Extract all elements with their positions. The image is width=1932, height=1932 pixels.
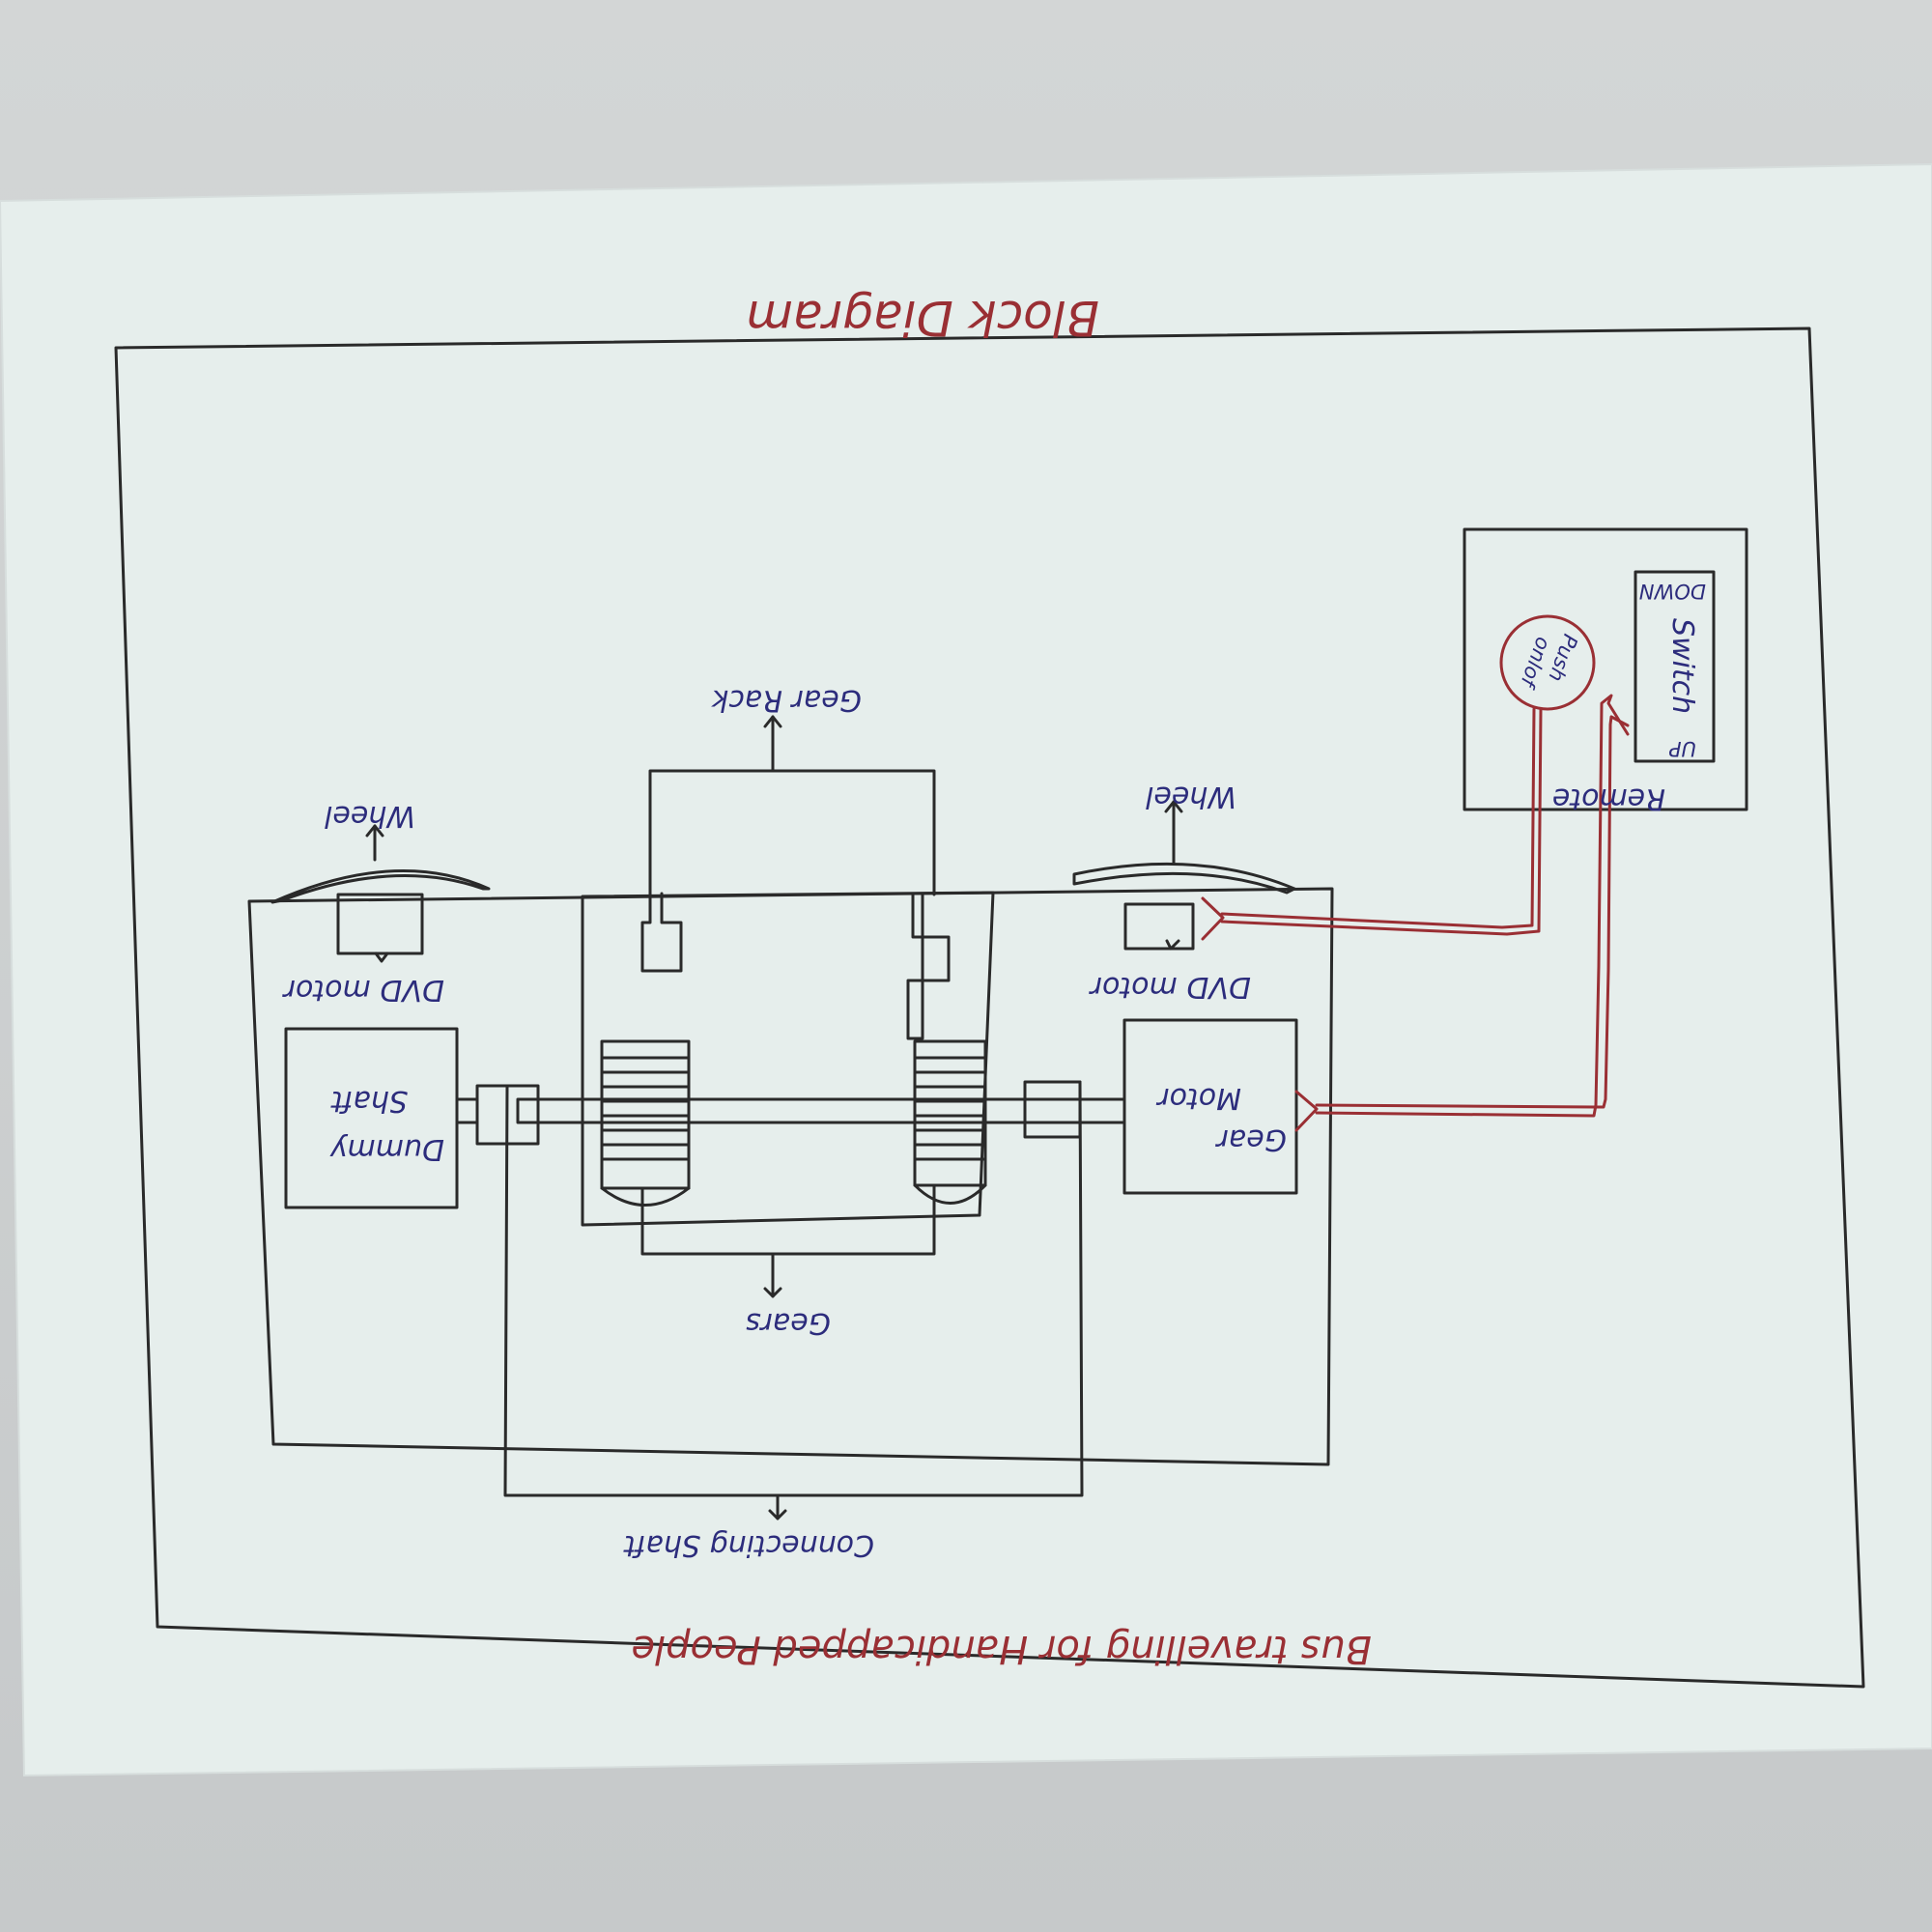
right-rack-tooth <box>640 892 683 973</box>
wheel-right-label: Wheel <box>324 799 415 833</box>
outer-frame <box>114 327 1865 1689</box>
dvd-motor-left-label: DVD motor <box>1089 970 1251 1004</box>
gears-connector <box>640 1183 936 1256</box>
wheel-right <box>270 869 491 904</box>
connecting-shaft <box>503 1080 1084 1497</box>
dvd-motor-right-label: DVD motor <box>282 973 444 1007</box>
left-gear-stack <box>913 1039 987 1187</box>
dvd-motor-right-box <box>336 893 424 955</box>
switch-label: Switch <box>1665 618 1699 714</box>
remote-label: Remote <box>1552 781 1665 815</box>
gear-rack-frame <box>648 769 936 896</box>
gear-frame <box>581 891 995 1227</box>
dvd-arrowhead <box>1201 896 1225 941</box>
right-gear-cap <box>600 1186 691 1207</box>
wheel-left-label: Wheel <box>1145 780 1236 813</box>
dummy-shaft-label-2: Shaft <box>330 1084 408 1118</box>
wire-switch-to-gear-2 <box>1315 715 1630 1109</box>
wire-push-to-dvd <box>1220 707 1543 936</box>
wire-push-to-dvd-2 <box>1220 707 1536 929</box>
push-button-icon <box>1499 614 1596 711</box>
connecting-shaft-label: Connecting Shaft <box>623 1528 874 1562</box>
dummy-shaft-label-1: Dummy <box>328 1132 444 1166</box>
wheel-left <box>1072 862 1296 895</box>
switch-box <box>1634 570 1716 763</box>
diagram-title: Block Diagram <box>746 290 1099 346</box>
connecting-shaft-arrow-head <box>768 1509 787 1520</box>
remote-box <box>1463 527 1748 811</box>
gear-motor-label-1: Gear <box>1215 1122 1287 1156</box>
dvd-motor-left-box <box>1123 902 1195 951</box>
dummy-shaft-stub <box>455 1097 479 1124</box>
switch-down-label: DOWN <box>1639 580 1706 603</box>
left-rack-tooth <box>906 893 951 1040</box>
gear-rack-label: Gear Rack <box>710 683 862 717</box>
dvd-motor-right-arrow <box>374 952 389 963</box>
gear-motor-label-2: Motor <box>1156 1081 1241 1115</box>
paper-sheet <box>0 162 1932 1777</box>
gear-motor-arrowhead <box>1294 1090 1319 1132</box>
dvd-motor-left-arrow <box>1165 939 1180 951</box>
wheel-right-arrow-head <box>365 824 384 838</box>
gear-rack-arrow-head <box>763 715 782 728</box>
diagram-footer: Bus travelling for Handicapped People <box>631 1627 1372 1671</box>
gears-label: Gears <box>746 1306 831 1340</box>
bus-body-box <box>247 887 1334 1466</box>
rotated-sheet-content: Gear Rack Wheel Wheel DVD motor DVD moto… <box>114 290 1865 1689</box>
wheel-left-arrow-head <box>1164 800 1183 813</box>
switch-up-label: UP <box>1669 737 1696 760</box>
left-gear-cap <box>913 1183 987 1205</box>
gears-arrow-head <box>763 1287 782 1298</box>
wire-switch-to-gear <box>1315 694 1630 1118</box>
